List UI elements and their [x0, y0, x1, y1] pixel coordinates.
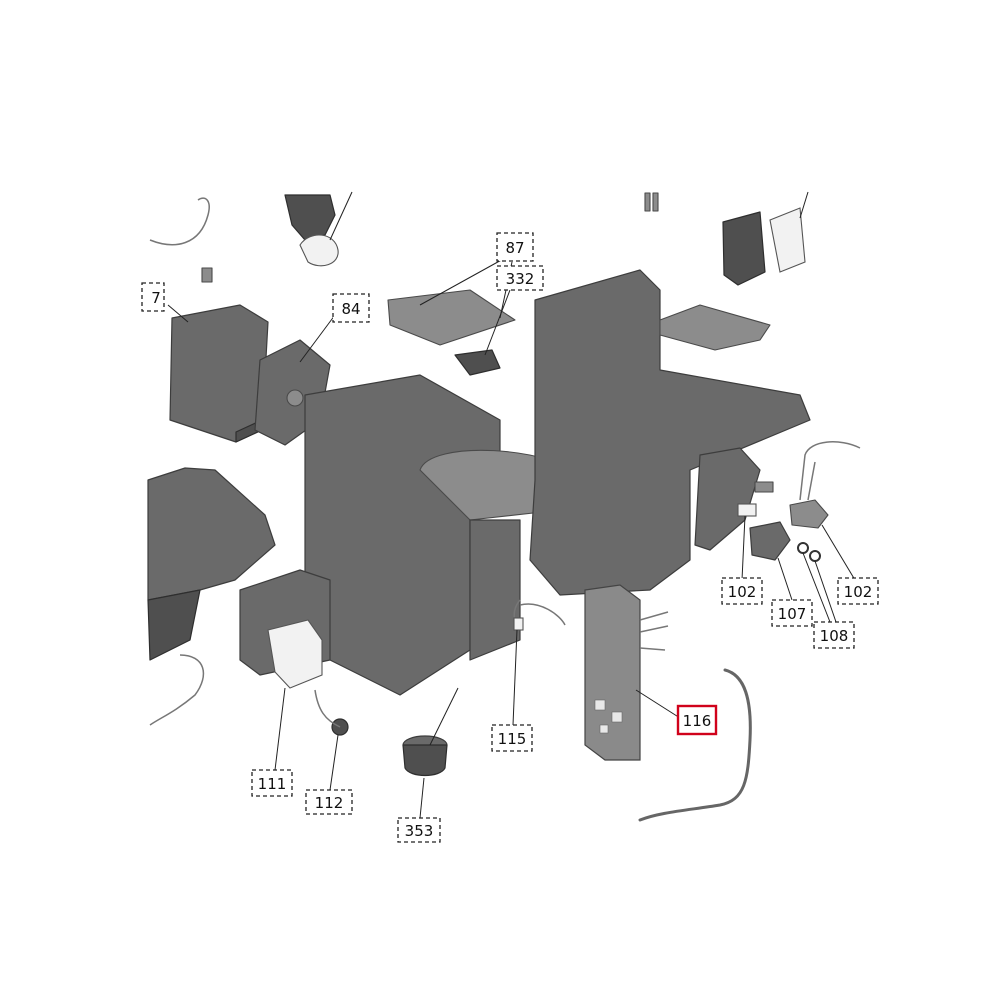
part-332-block [454, 349, 501, 376]
part-108-oring-a [797, 542, 809, 554]
part-116-chip-a [594, 699, 606, 711]
part-chassis-right [529, 269, 811, 596]
callout-111: 111 [251, 769, 293, 797]
part-wire-lower-left [149, 654, 205, 726]
callout-7: 7 [141, 282, 165, 312]
callout-87: 87 [496, 232, 534, 262]
part-107-valve [749, 521, 791, 561]
svg-text:332: 332 [506, 270, 535, 288]
part-handle-top [284, 194, 336, 241]
part-112-wire [314, 689, 341, 728]
part-102b-wires [799, 441, 861, 501]
leader-108-a [802, 552, 831, 623]
callout-108: 108 [813, 621, 855, 649]
svg-text:116: 116 [683, 712, 712, 730]
callout-116: 116 [676, 704, 718, 736]
svg-text:107: 107 [778, 605, 807, 623]
leader-115 [512, 629, 518, 726]
svg-text:102: 102 [844, 583, 873, 601]
part-115-connector [513, 617, 524, 631]
leader-107 [777, 557, 793, 601]
part-353-ring-body [402, 744, 448, 777]
leader-84 [299, 314, 336, 363]
part-116-board [584, 584, 641, 761]
leader-108-b [814, 560, 837, 623]
part-pin-b [652, 192, 659, 212]
callout-115: 115 [491, 724, 533, 752]
part-panel-left-lower [147, 589, 201, 661]
svg-text:102: 102 [728, 583, 757, 601]
svg-text:115: 115 [498, 730, 527, 748]
callout-332: 332 [496, 265, 544, 291]
leader-353-b [429, 687, 459, 746]
svg-text:7: 7 [151, 289, 161, 307]
part-108-oring-b [809, 550, 821, 562]
part-switch-top-right [722, 211, 766, 286]
part-116-chip-c [599, 724, 609, 734]
svg-text:112: 112 [315, 794, 344, 812]
leader-353 [419, 777, 425, 819]
part-102a-clip [737, 503, 757, 517]
svg-text:87: 87 [505, 239, 524, 257]
part-harness-right [638, 668, 752, 822]
leader-102a [741, 515, 746, 581]
part-wire-top-left [149, 197, 210, 246]
svg-text:84: 84 [341, 300, 360, 318]
part-top-cover-right [659, 304, 771, 351]
part-clip-top-left [201, 267, 213, 283]
leader-top-right [799, 191, 809, 219]
callout-353: 353 [397, 817, 441, 843]
part-panel-left [147, 467, 276, 601]
callout-112: 112 [305, 789, 353, 815]
leader-102b [821, 524, 856, 581]
part-brew-shaft [469, 519, 521, 661]
leader-top-handle [329, 191, 353, 241]
callout-107: 107 [771, 599, 813, 627]
leader-112 [329, 734, 339, 791]
callout-102-right: 102 [837, 577, 879, 605]
part-small-clip-right [754, 481, 774, 493]
leader-111 [274, 687, 286, 771]
part-84-hub [286, 389, 304, 407]
svg-text:111: 111 [258, 775, 287, 793]
svg-text:108: 108 [820, 627, 849, 645]
leader-7 [167, 304, 189, 323]
svg-text:353: 353 [405, 822, 434, 840]
leader-116 [635, 689, 681, 719]
part-87-plate [387, 289, 516, 346]
callout-84: 84 [332, 293, 370, 323]
part-111-box [267, 619, 323, 689]
part-pin-a [644, 192, 651, 212]
part-handle-ring [299, 234, 339, 267]
part-116-chip-b [611, 711, 623, 723]
part-102b-switch [789, 499, 829, 529]
leader-332 [484, 289, 511, 356]
part-bracket-top-right [769, 207, 806, 273]
part-cover-7 [169, 304, 269, 443]
part-116-wires [639, 611, 669, 651]
leader-87-a [419, 257, 506, 306]
callout-102-left: 102 [721, 577, 763, 605]
